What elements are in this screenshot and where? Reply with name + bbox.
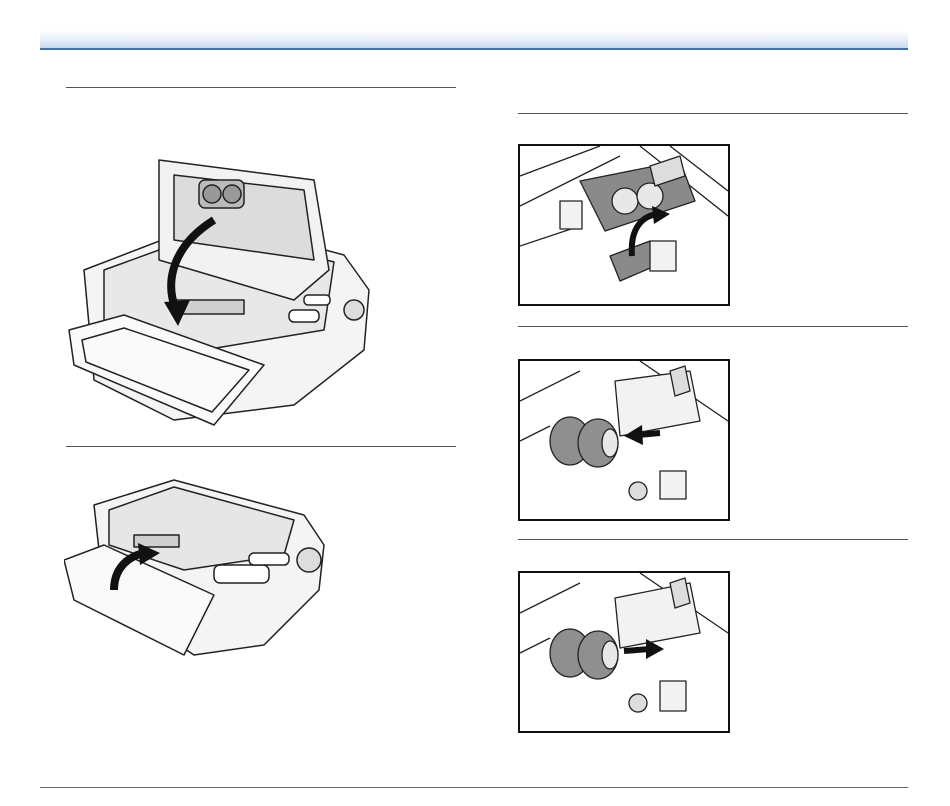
section-rule-right-3	[518, 539, 908, 540]
roller-insertion-illustration	[518, 359, 730, 521]
page-footer-rule	[40, 787, 908, 788]
roller-cover-opening-illustration	[518, 144, 730, 306]
page-header-band	[40, 30, 908, 50]
scanner-closed-illustration	[64, 475, 334, 660]
section-rule-right-2	[518, 326, 908, 327]
section-rule-right-1	[518, 113, 908, 114]
roller-removal-illustration	[518, 571, 730, 733]
scanner-open-illustration	[64, 150, 374, 430]
section-rule-left-2	[66, 446, 456, 447]
section-rule-left-1	[66, 87, 456, 88]
